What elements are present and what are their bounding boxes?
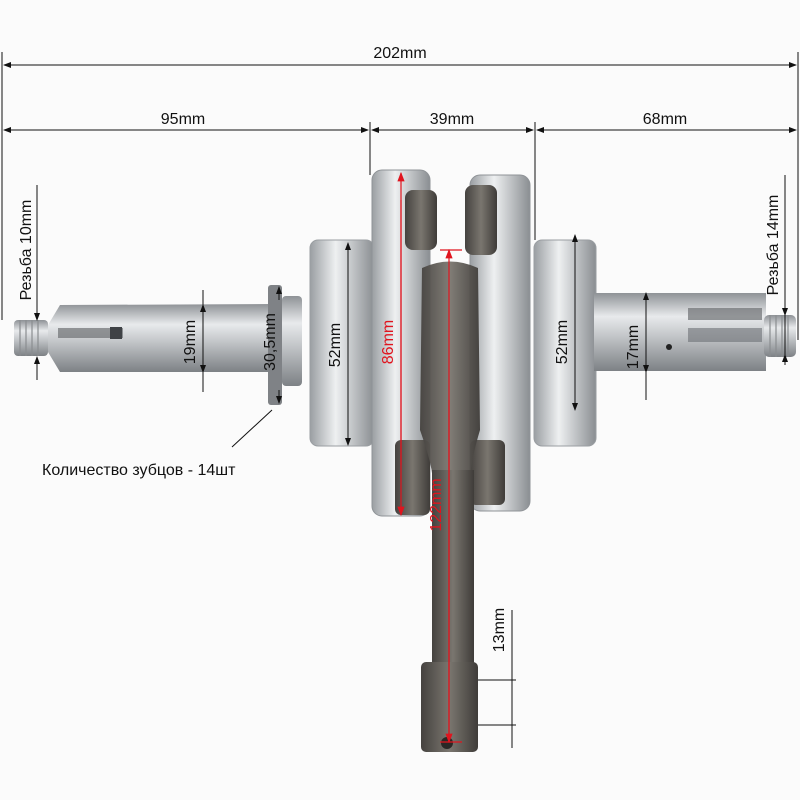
flywheel-diameter-label: 86mm <box>380 320 397 364</box>
red-dimension-lines <box>397 171 462 744</box>
right-shaft-diameter-label: 17mm <box>625 325 642 369</box>
overall-length-label: 202mm <box>373 45 426 62</box>
left-thread <box>14 320 48 356</box>
left-shaft <box>48 304 275 372</box>
small-end-width-label: 13mm <box>491 608 508 652</box>
center-width-label: 39mm <box>430 111 474 128</box>
right-thread-label: Резьба 14mm <box>765 195 782 296</box>
rod-length-label: 122mm <box>428 478 445 531</box>
connecting-rod-big-end <box>420 261 480 480</box>
sprocket <box>268 285 282 405</box>
teeth-count-note: Количество зубцов - 14шт <box>42 462 236 479</box>
sprocket-diameter-label: 30,5mm <box>262 313 279 371</box>
right-length-label: 68mm <box>643 111 687 128</box>
left-length-label: 95mm <box>161 111 205 128</box>
crankshaft <box>14 169 796 752</box>
connecting-rod-beam <box>432 470 474 670</box>
left-thread-label: Резьба 10mm <box>18 200 35 301</box>
right-thread <box>764 315 796 357</box>
right-bearing-diameter-label: 52mm <box>554 320 571 364</box>
left-bearing-diameter-label: 52mm <box>327 323 344 367</box>
left-shaft-diameter-label: 19mm <box>182 320 199 364</box>
dimension-lines <box>1 52 799 748</box>
